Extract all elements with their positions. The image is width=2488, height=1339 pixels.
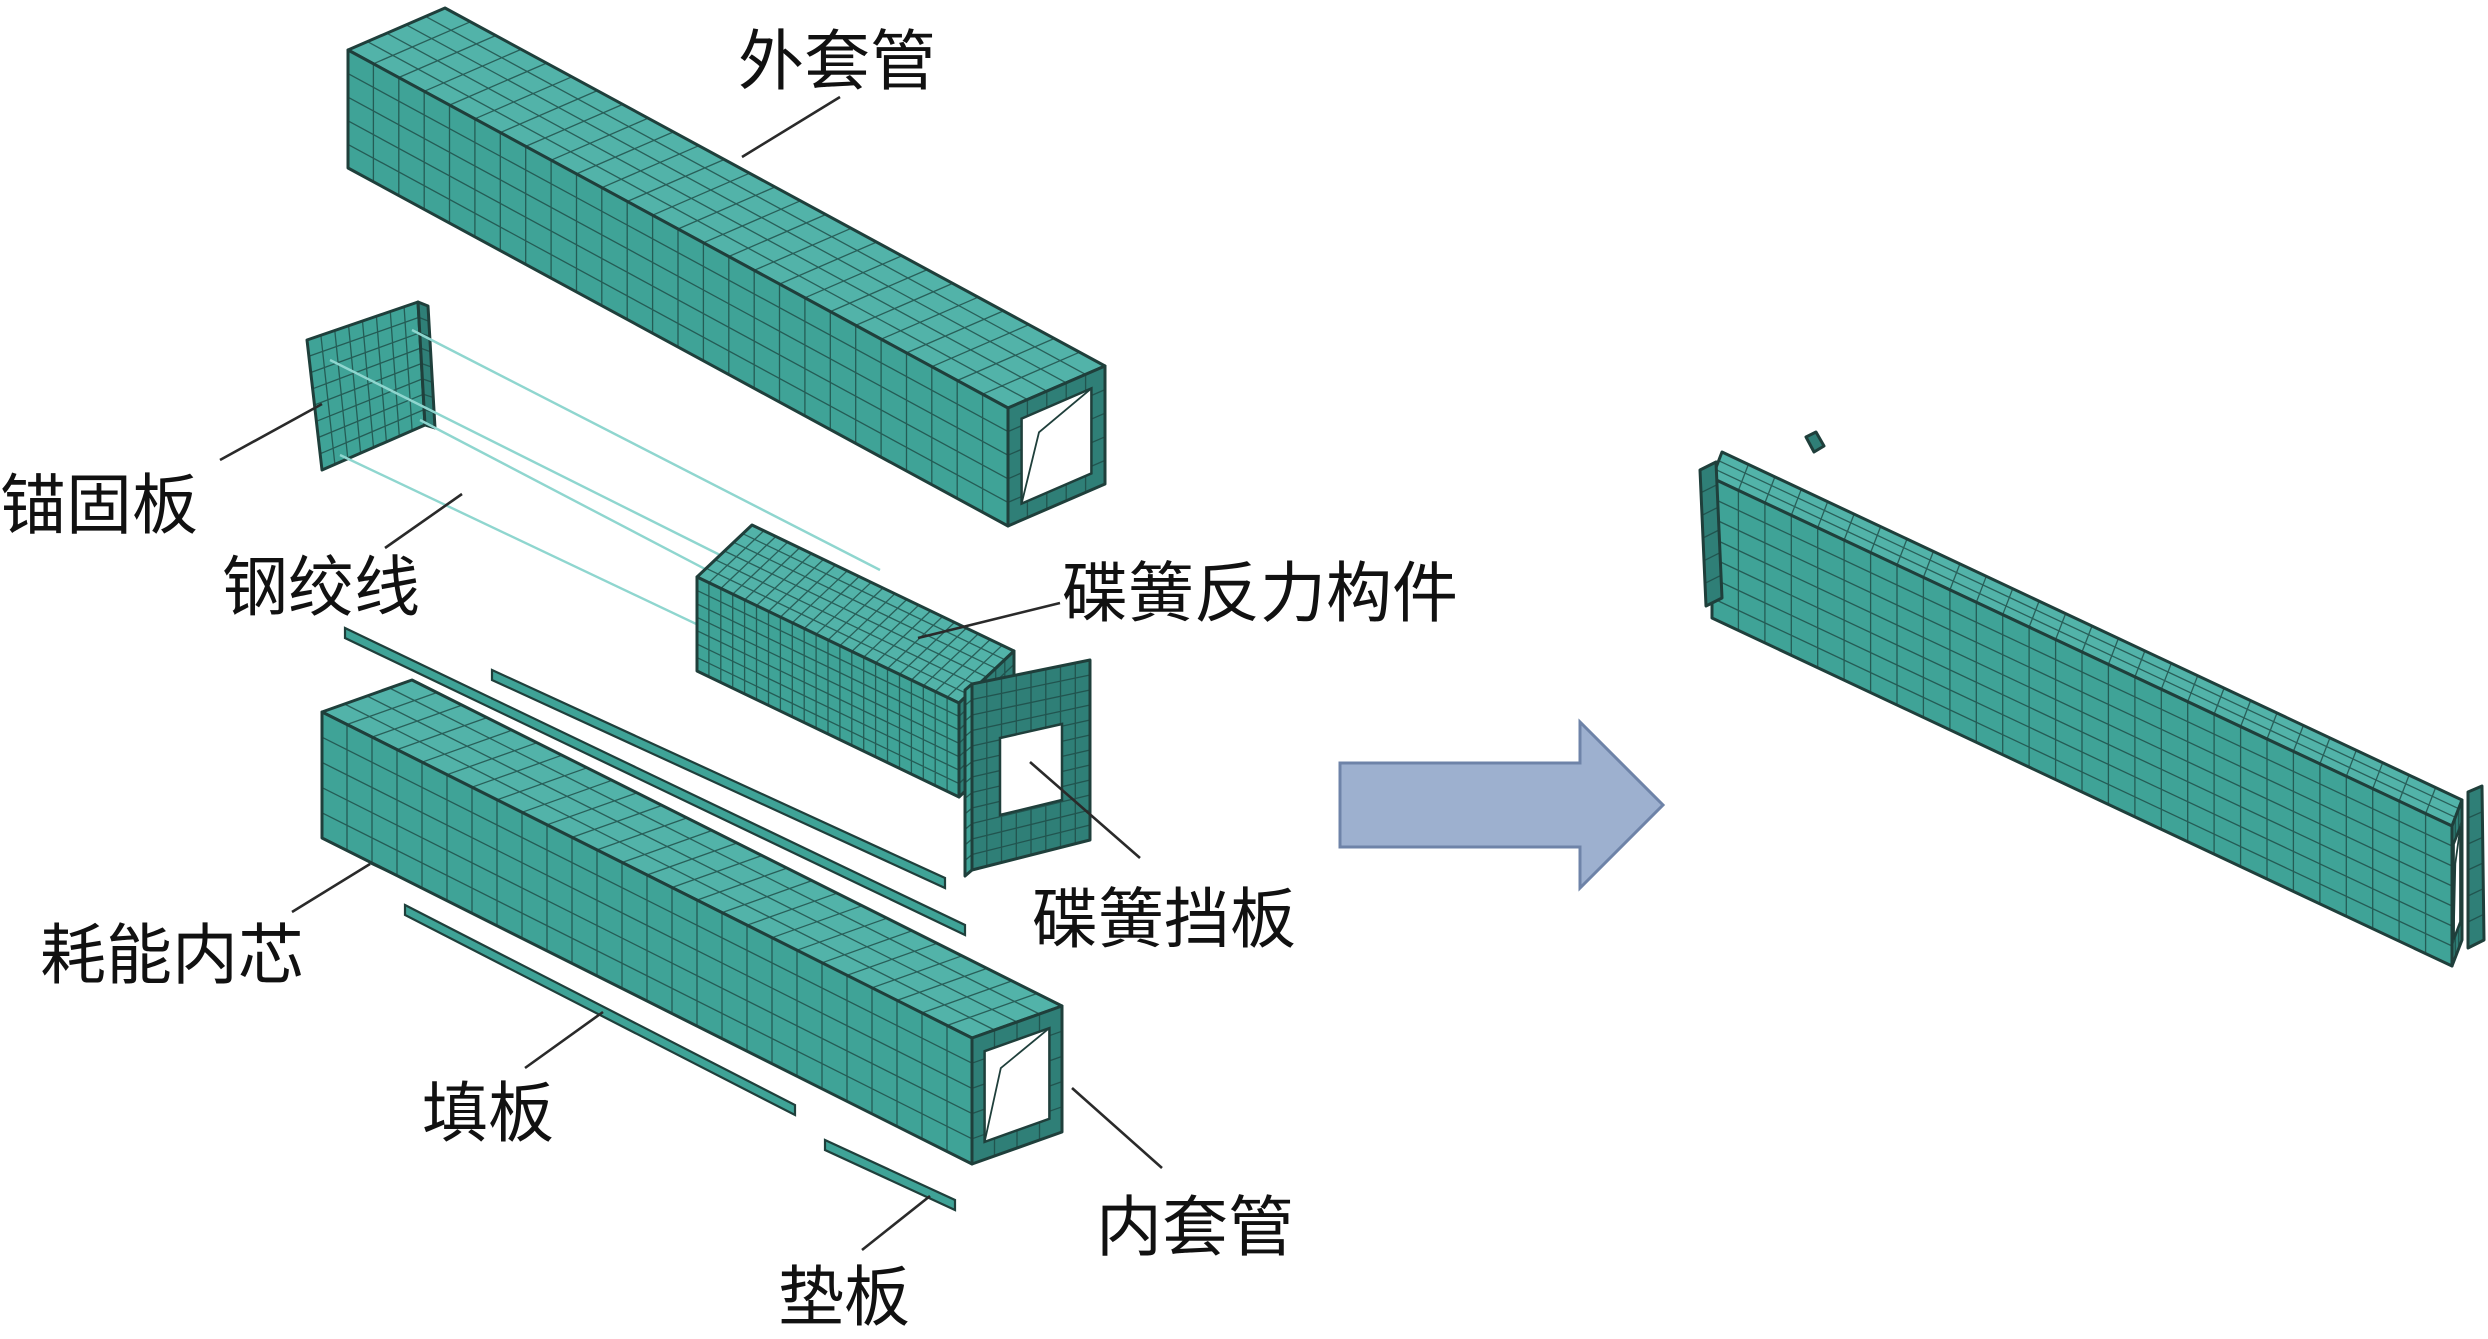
inner-tube-opening-inner <box>983 1027 1050 1143</box>
disc-spring-baffle-part <box>963 658 1092 878</box>
leader-lines <box>219 95 1163 1252</box>
assembled-tube-opening-inner <box>2452 826 2462 940</box>
outer-tube-top-face-grid <box>367 15 1086 401</box>
assembled-tube-side-face-grid <box>1711 490 2453 954</box>
leader-energy-core <box>291 862 371 914</box>
label-inner-tube: 内套管 <box>1096 1189 1294 1266</box>
leader-outer-tube <box>741 95 841 159</box>
anchor-plate-face-grid <box>308 306 425 465</box>
label-disc-spring-reaction: 碟簧反力构件 <box>1062 555 1458 632</box>
leader-disc-spring-reaction <box>917 601 1061 640</box>
leader-inner-tube <box>1071 1087 1163 1169</box>
assembly-arrow-icon <box>1338 718 1666 892</box>
filler-strip-lower <box>403 903 797 1117</box>
spring-reaction-side-face-grid <box>696 582 960 792</box>
assembled-right-flange-edge <box>2466 784 2486 950</box>
label-anchor-plate: 锚固板 <box>0 467 198 544</box>
baffle-edge-edge <box>963 682 974 878</box>
leader-anchor-plate <box>219 402 323 462</box>
outer-tube-side-face-grid <box>347 63 1009 513</box>
steel-strand-line-1 <box>329 358 731 562</box>
leader-disc-spring-baffle <box>1029 761 1141 859</box>
steel-strand-line-2 <box>411 328 881 572</box>
inner-tube-opening <box>983 1026 1051 1144</box>
leader-filler-plate <box>524 1010 604 1070</box>
baffle-edge-grid <box>964 699 973 861</box>
assembled-left-flange-top-edge <box>1804 430 1826 454</box>
label-energy-core: 耗能内芯 <box>40 917 304 994</box>
assembled-right-flange-grid <box>2467 811 2484 923</box>
label-steel-strand: 钢绞线 <box>222 549 420 626</box>
assembled-brace <box>1698 430 2486 968</box>
assembled-left-flange-grid <box>1700 484 1722 584</box>
label-filler-plate: 填板 <box>422 1075 554 1152</box>
label-shim-plate: 垫板 <box>778 1259 910 1336</box>
shim-strip <box>823 1138 957 1212</box>
label-outer-tube: 外套管 <box>738 23 936 100</box>
disc-spring-reaction-part <box>695 523 1016 799</box>
outer-tube-opening-inner <box>1020 387 1092 504</box>
outer-tube-part <box>346 6 1107 528</box>
filler-strip-top <box>490 668 947 890</box>
anchor-plate-part <box>305 300 437 472</box>
assembled-left-flange-edge <box>1698 460 1724 608</box>
anchor-plate-face <box>307 302 425 470</box>
label-disc-spring-baffle: 碟簧挡板 <box>1032 881 1296 958</box>
outer-tube-end-face-edge <box>1006 364 1107 528</box>
assembled-tube-top-face-grid <box>1715 460 2459 818</box>
leader-shim-plate <box>861 1194 931 1252</box>
energy-core-strip-top <box>343 626 967 937</box>
inner-tube-part <box>320 678 1064 1166</box>
inner-tube-end-face-edge <box>970 1004 1064 1166</box>
spring-reaction-top-face-grid <box>705 530 1006 698</box>
assembled-right-flange <box>2468 786 2484 948</box>
inner-tube-top-face-grid <box>344 687 1040 1031</box>
anchor-plate-edge-grid <box>418 316 435 414</box>
leader-steel-strand <box>384 492 463 550</box>
steel-strand-line-3 <box>339 453 731 642</box>
baffle-opening <box>998 722 1064 817</box>
inner-tube-side-face-grid <box>321 724 973 1152</box>
outer-tube-opening <box>1020 386 1093 506</box>
assembled-tube-end-face-edge <box>2450 798 2464 968</box>
